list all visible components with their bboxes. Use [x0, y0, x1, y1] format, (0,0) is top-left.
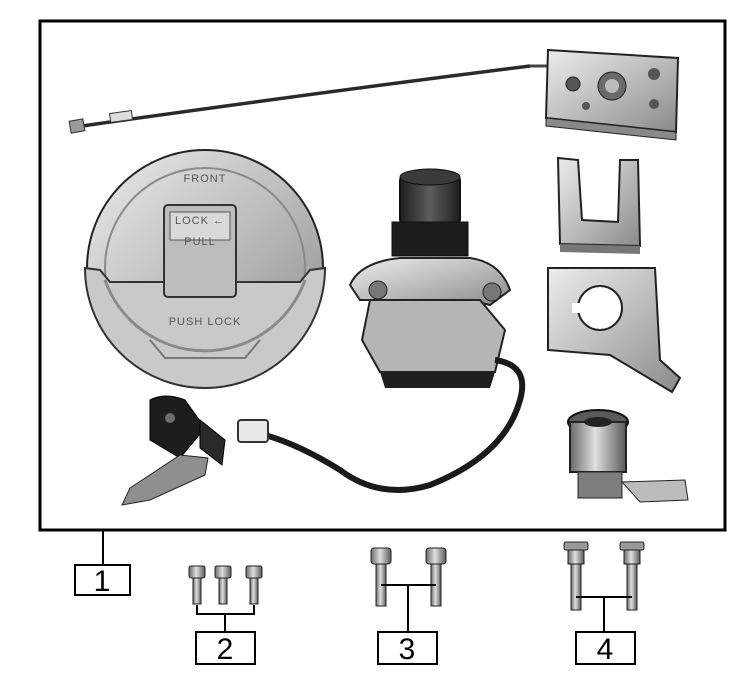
- callout-3-label: 3: [399, 633, 416, 666]
- leader-4: [576, 596, 632, 632]
- leader-2: [196, 605, 255, 632]
- leader-3: [381, 584, 436, 632]
- bolt-4a: [563, 541, 589, 611]
- bolts-set-2: [188, 565, 263, 632]
- callout-2: 2: [195, 631, 256, 666]
- lock-plate-bracket: [547, 267, 682, 394]
- lock-cylinder: [567, 409, 689, 503]
- cap-label-push-lock: PUSH LOCK: [169, 316, 242, 328]
- bolt-4b: [619, 541, 645, 611]
- cap-label-lock: LOCK ←: [175, 215, 225, 227]
- callout-4: 4: [575, 631, 636, 666]
- cap-label-pull: PULL: [184, 236, 216, 248]
- callout-1-label: 1: [94, 565, 111, 598]
- bolts-set-4: [563, 541, 645, 632]
- seat-lock-bracket: [544, 48, 680, 141]
- cap-label-front: FRONT: [184, 173, 227, 185]
- fuel-cap: FRONT LOCK ← PULL PUSH LOCK: [83, 149, 327, 389]
- callout-4-label: 4: [597, 633, 614, 666]
- bolt-3b: [425, 547, 447, 607]
- callout-3: 3: [377, 631, 438, 666]
- bolts-set-3: [370, 547, 447, 632]
- bolt-2a: [188, 565, 206, 605]
- callout-2-label: 2: [217, 633, 234, 666]
- bolt-3a: [370, 547, 392, 607]
- bolt-2b: [214, 565, 232, 605]
- bolt-2c: [245, 565, 263, 605]
- u-clip-bracket: [556, 156, 642, 254]
- callout-1: 1: [74, 564, 131, 598]
- wire-connector: [237, 419, 269, 443]
- ignition-key: [121, 395, 226, 506]
- ignition-wire: [237, 357, 526, 493]
- ignition-switch: [348, 168, 512, 388]
- release-cable: [68, 64, 548, 134]
